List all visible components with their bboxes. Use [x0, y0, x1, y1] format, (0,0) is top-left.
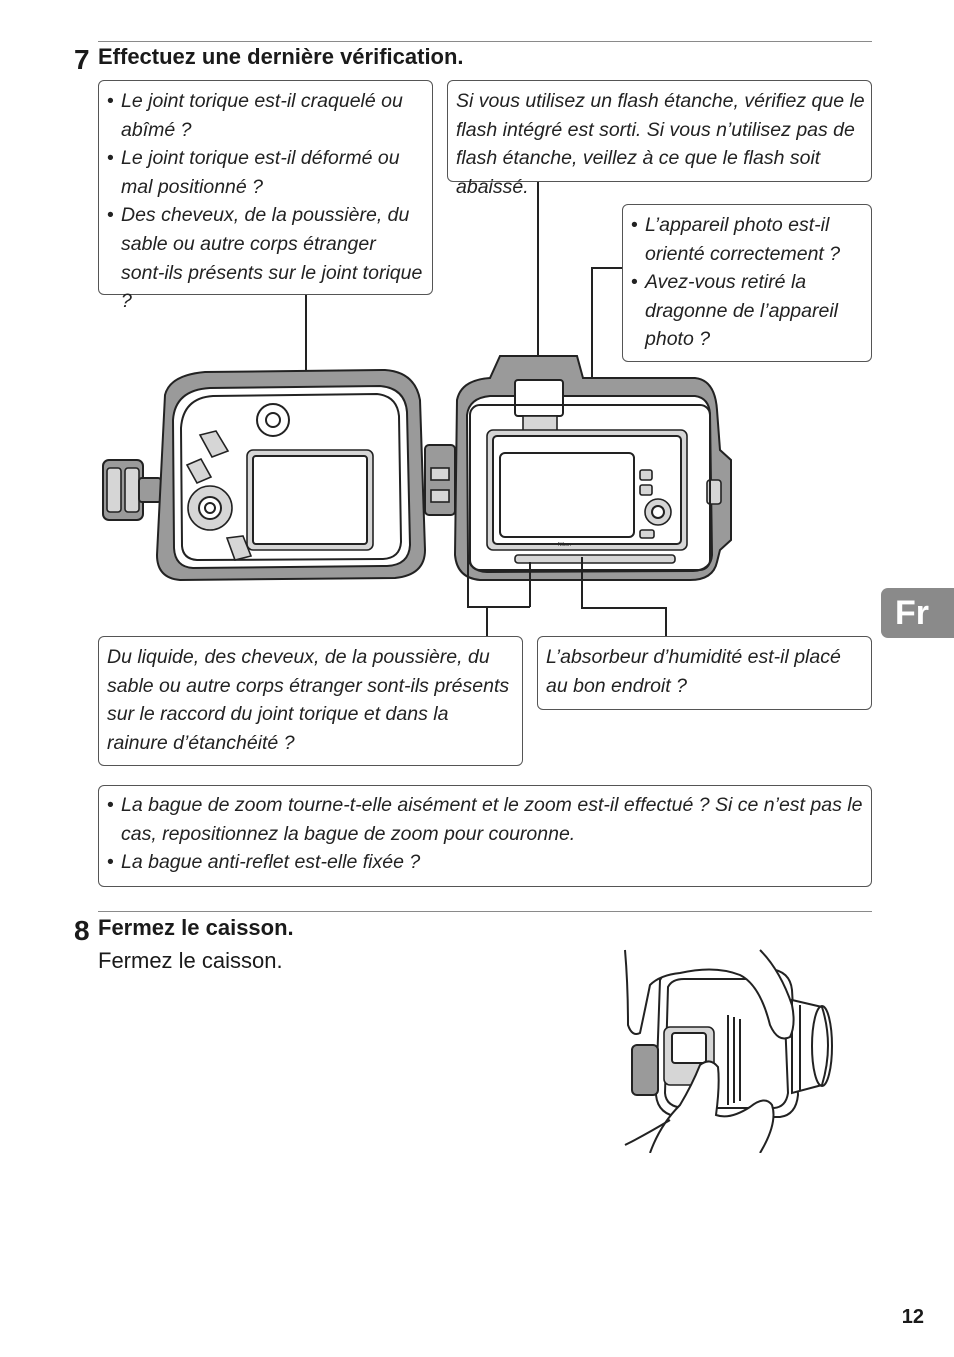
- callout-absorber-text: L’absorbeur d’humidité est-il placé au b…: [546, 646, 841, 697]
- leader-line-camera-v: [591, 267, 593, 459]
- callout-camera-item: Avez-vous retiré la dragonne de l’appare…: [623, 268, 865, 354]
- callout-zoom-check: La bague de zoom tourne-t-elle aisément …: [98, 785, 872, 887]
- callout-camera-orientation: L’appareil photo est-il orienté correcte…: [622, 204, 872, 362]
- callout-oring-item: Le joint torique est-il déformé ou mal p…: [99, 144, 424, 201]
- section-divider-step8: [98, 911, 872, 912]
- page-number: 12: [901, 1306, 924, 1328]
- callout-absorber-check: L’absorbeur d’humidité est-il placé au b…: [537, 636, 872, 710]
- leader-line-liquid-v: [486, 606, 488, 636]
- leader-line-oring: [305, 295, 307, 375]
- callout-camera-item: L’appareil photo est-il orienté correcte…: [623, 211, 865, 268]
- leader-line-flash: [537, 182, 539, 387]
- callout-flash-text: Si vous utilisez un flash étanche, vérif…: [456, 90, 865, 198]
- callout-oring-item: Des cheveux, de la poussière, du sable o…: [99, 201, 424, 315]
- closing-housing-illustration: [624, 949, 833, 1153]
- camera-brand-label: Nikon: [558, 542, 571, 548]
- section-divider-top: [98, 41, 872, 42]
- step-7-title: Effectuez une dernière vérification.: [98, 44, 464, 69]
- leader-line-liquid-h: [467, 606, 530, 608]
- leader-line-camera-h: [591, 267, 622, 269]
- step-8-text: Fermez le caisson.: [98, 948, 283, 973]
- callout-oring-item: Le joint torique est-il craquelé ou abîm…: [99, 87, 424, 144]
- callout-liquid-text: Du liquide, des cheveux, de la poussière…: [107, 646, 510, 754]
- step-8-title: Fermez le caisson.: [98, 915, 294, 940]
- callout-oring-check: Le joint torique est-il craquelé ou abîm…: [98, 80, 433, 312]
- callout-zoom-item: La bague de zoom tourne-t-elle aisément …: [99, 791, 863, 848]
- leader-line-absorber-h: [581, 607, 666, 609]
- callout-liquid-check: Du liquide, des cheveux, de la poussière…: [98, 636, 523, 766]
- leader-line-liquid-a: [467, 555, 469, 607]
- step-8-number: 8: [74, 915, 90, 946]
- step-7-number: 7: [74, 44, 90, 75]
- callout-zoom-item: La bague anti-reflet est-elle fixée ?: [99, 848, 863, 877]
- housing-open-illustration: Nikon: [102, 355, 732, 582]
- leader-line-liquid-b: [529, 562, 531, 607]
- callout-flash-check: Si vous utilisez un flash étanche, vérif…: [447, 80, 872, 198]
- leader-line-absorber-v: [665, 607, 667, 637]
- language-tab: Fr: [881, 588, 954, 638]
- leader-line-absorber-a: [581, 557, 583, 608]
